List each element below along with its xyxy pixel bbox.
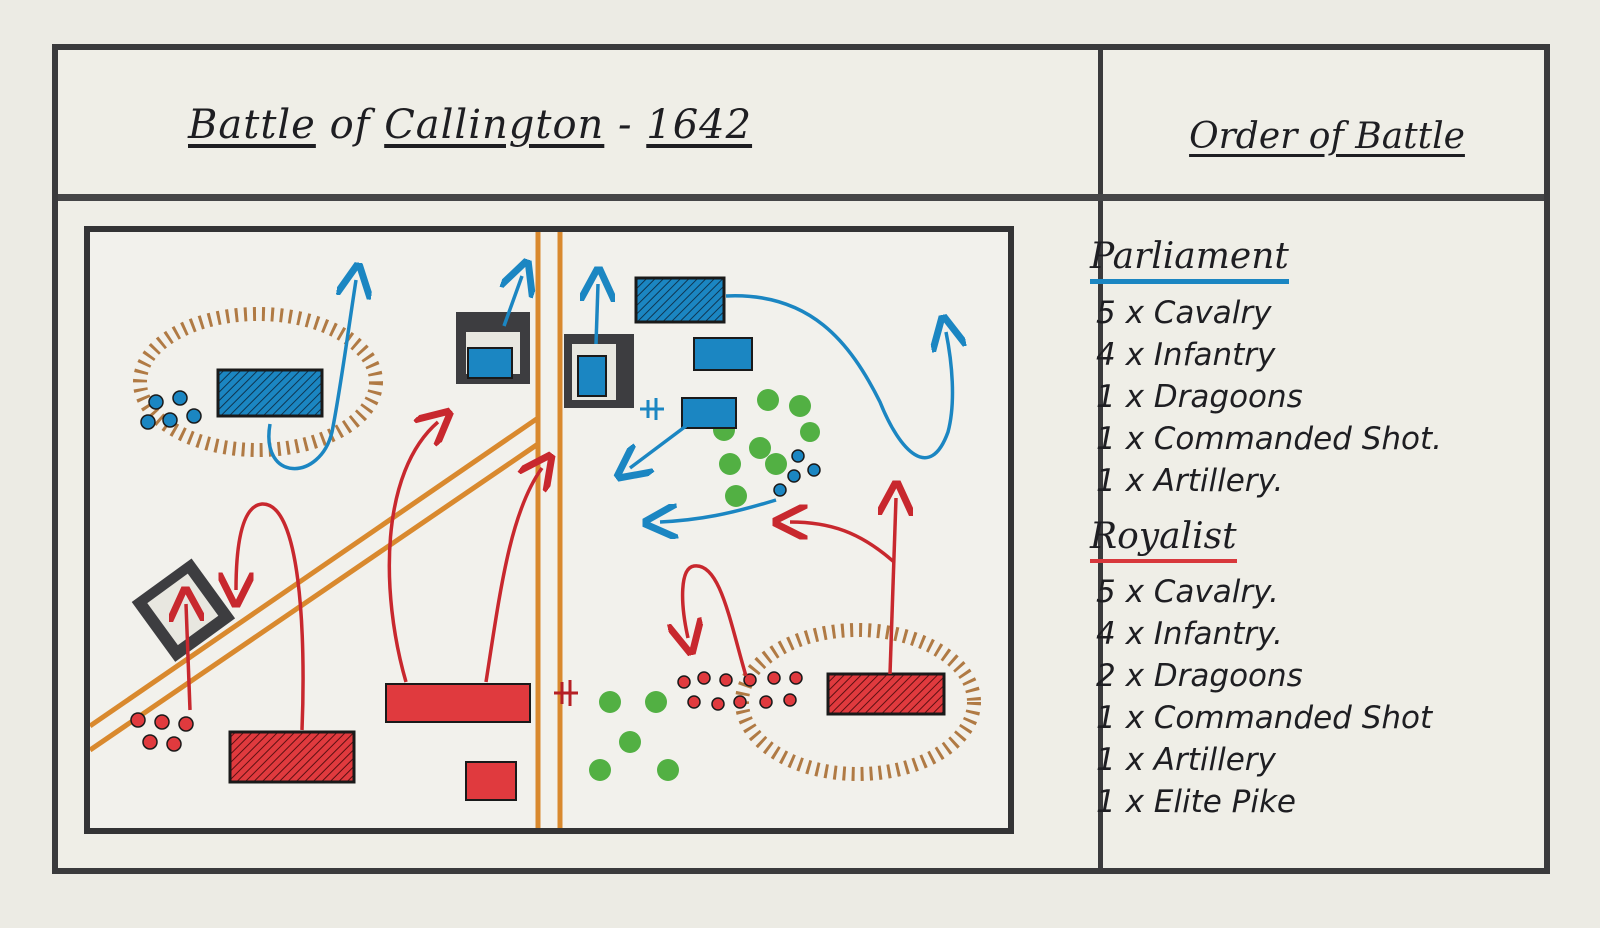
side-royalist: Royalist 5 x Cavalry. 4 x Infantry. 2 x … xyxy=(1086,510,1556,823)
woods-south xyxy=(589,691,679,781)
road-vertical xyxy=(535,232,563,828)
parliament-unit xyxy=(577,355,607,397)
title-place: Callington xyxy=(384,102,605,148)
battle-sheet: Battle of Callington - 1642 Order of Bat… xyxy=(52,44,1550,874)
hill-northwest xyxy=(133,307,383,457)
parliament-unit xyxy=(634,276,726,324)
royalist-unit xyxy=(826,672,946,716)
order-of-battle-heading: Order of Battle xyxy=(1189,116,1465,157)
unit-entry: 4 x Infantry xyxy=(1096,337,1276,373)
title-year: 1642 xyxy=(646,102,753,148)
parliament-shot xyxy=(140,390,821,497)
unit-entry: 1 x Artillery. xyxy=(1096,463,1284,499)
royalist-unit xyxy=(385,683,531,723)
battle-map-drawing xyxy=(90,232,981,828)
royalist-shot xyxy=(130,671,803,752)
side-heading-parliament: Parliament xyxy=(1090,236,1289,284)
column-divider xyxy=(1098,50,1103,868)
parliament-artillery xyxy=(640,398,664,420)
order-of-battle-panel: Parliament 5 x Cavalry 4 x Infantry 1 x … xyxy=(1086,236,1556,831)
parliament-unit xyxy=(216,368,324,418)
battle-map xyxy=(84,226,1014,834)
parliament-arrows xyxy=(267,276,953,522)
unit-entry: 1 x Commanded Shot. xyxy=(1096,421,1443,457)
header-divider xyxy=(58,194,1544,201)
parliament-unit xyxy=(681,397,737,429)
royalist-arrows xyxy=(186,422,896,731)
unit-entry: 5 x Cavalry xyxy=(1096,295,1272,331)
unit-entry: 2 x Dragoons xyxy=(1096,658,1303,694)
woods-northeast xyxy=(713,389,820,507)
unit-entry: 1 x Dragoons xyxy=(1096,379,1303,415)
royalist-artillery xyxy=(554,680,578,706)
building-southwest xyxy=(131,558,236,662)
title-word-battle: Battle xyxy=(188,102,316,148)
unit-entry: 5 x Cavalry. xyxy=(1096,574,1279,610)
title-word-of: of xyxy=(329,102,371,148)
map-title: Battle of Callington - 1642 xyxy=(188,102,752,148)
title-dash: - xyxy=(618,102,633,148)
unit-entry: 1 x Artillery xyxy=(1096,742,1276,778)
unit-list-parliament: 5 x Cavalry 4 x Infantry 1 x Dragoons 1 … xyxy=(1086,292,1556,502)
unit-entry: 1 x Commanded Shot xyxy=(1096,700,1433,736)
royalist-unit xyxy=(228,730,356,784)
side-parliament: Parliament 5 x Cavalry 4 x Infantry 1 x … xyxy=(1086,236,1556,502)
unit-entry: 1 x Elite Pike xyxy=(1096,784,1297,820)
unit-list-royalist: 5 x Cavalry. 4 x Infantry. 2 x Dragoons … xyxy=(1086,571,1556,823)
unit-entry: 4 x Infantry. xyxy=(1096,616,1283,652)
parliament-unit xyxy=(467,347,513,379)
side-heading-royalist: Royalist xyxy=(1090,516,1237,563)
royalist-unit xyxy=(465,761,517,801)
road-diagonal xyxy=(90,415,540,753)
parliament-unit xyxy=(693,337,753,371)
